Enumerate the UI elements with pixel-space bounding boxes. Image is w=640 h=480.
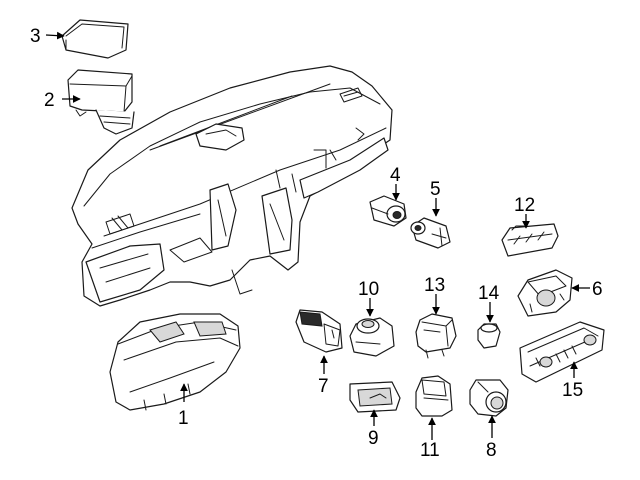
callout-14: 14 — [478, 283, 500, 304]
callout-9: 9 — [368, 428, 379, 449]
callout-10: 10 — [358, 279, 379, 300]
part-9-trim-button — [349, 381, 401, 413]
instrument-panel — [71, 65, 393, 307]
callout-2: 2 — [44, 90, 55, 111]
callout-12: 12 — [514, 195, 535, 216]
callout-8: 8 — [486, 440, 497, 461]
part-1-cluster — [109, 313, 241, 411]
callout-4: 4 — [390, 165, 401, 186]
callout-3: 3 — [30, 26, 41, 47]
callout-15: 15 — [562, 380, 583, 401]
part-13-switch-block — [415, 313, 457, 359]
part-3-cover — [61, 19, 129, 59]
part-5-socket — [410, 217, 451, 249]
part-10-push-button — [349, 317, 395, 357]
part-6-light-switch — [517, 269, 573, 317]
part-8-start-button — [469, 379, 509, 417]
part-2-module — [67, 69, 135, 135]
part-11-window-switch — [415, 375, 453, 417]
callout-1: 1 — [178, 408, 189, 429]
callout-7: 7 — [318, 376, 329, 397]
part-12-switch-panel — [501, 223, 559, 257]
part-14-small-button — [477, 323, 501, 349]
callout-labels: 1 2 3 4 5 6 7 8 9 10 11 12 13 14 15 — [30, 26, 603, 461]
part-4-switch — [369, 195, 407, 227]
leader-lines — [45, 31, 590, 440]
part-15-climate-panel — [519, 321, 605, 383]
callout-5: 5 — [430, 179, 441, 200]
callout-6: 6 — [592, 279, 603, 300]
callout-13: 13 — [424, 275, 445, 296]
callout-11: 11 — [420, 440, 440, 461]
part-7-hazard-switch — [295, 309, 343, 353]
